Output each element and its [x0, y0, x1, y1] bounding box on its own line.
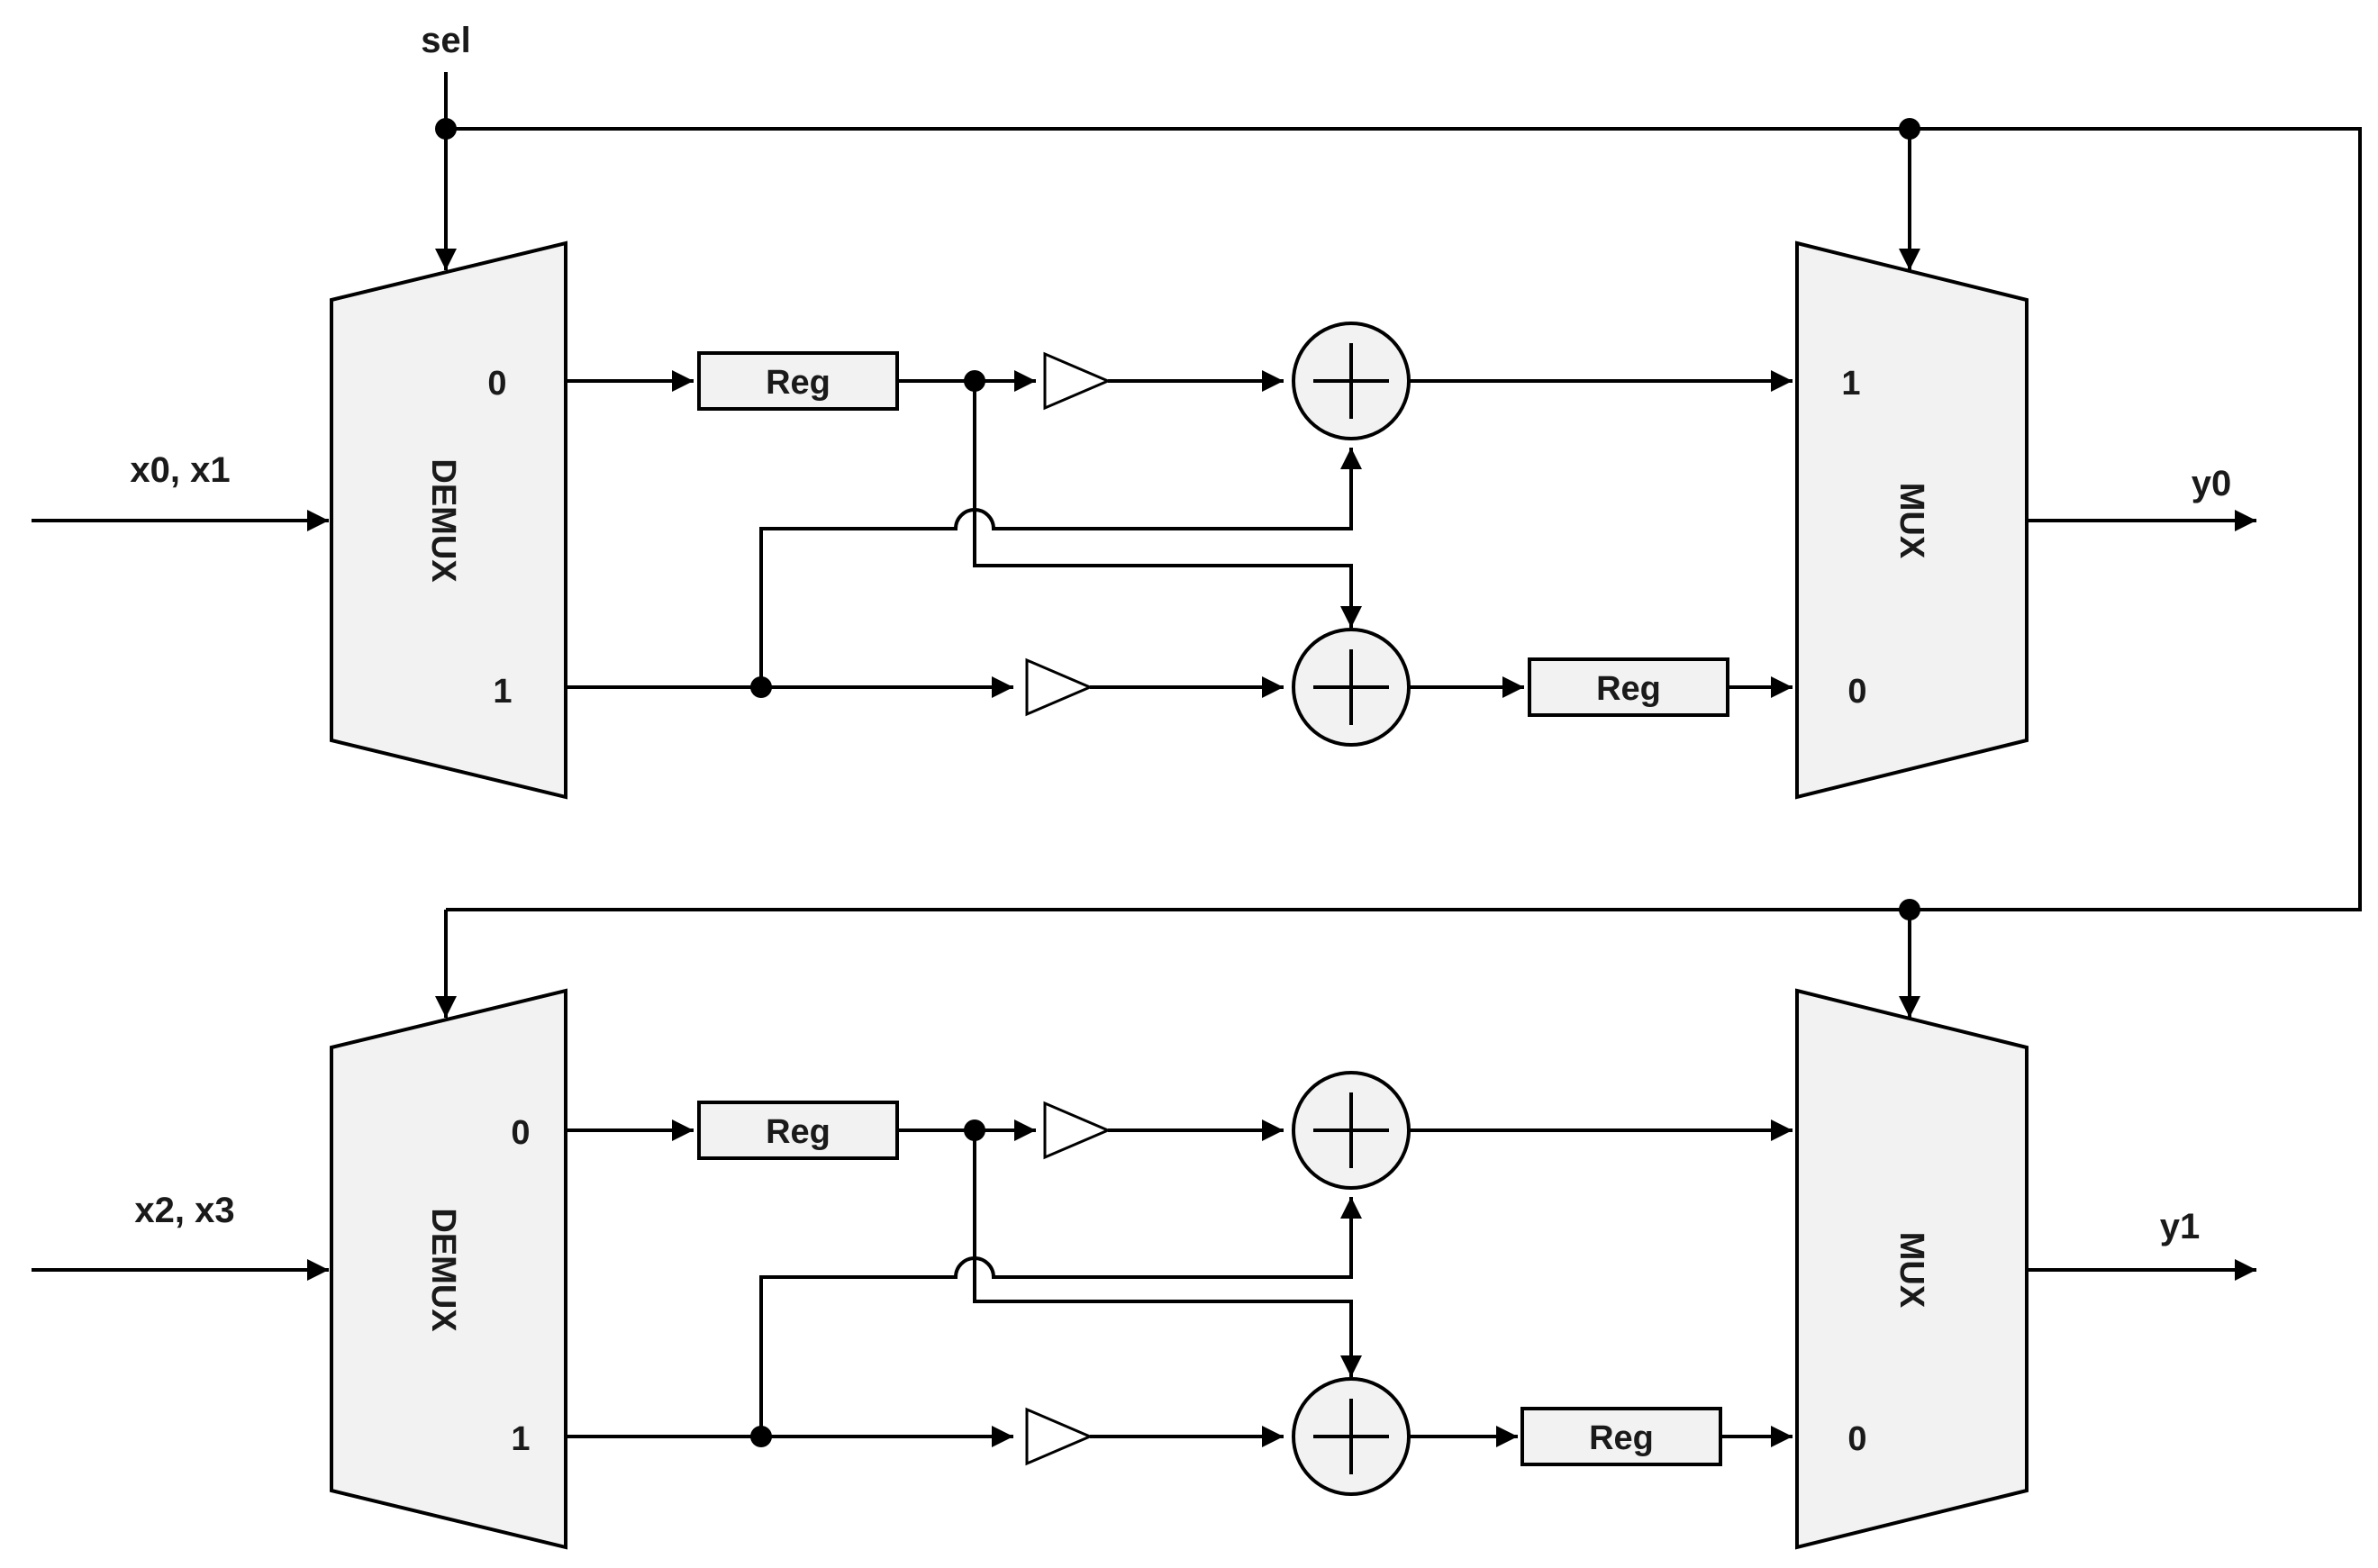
mux-port-0-top: 0 [1847, 673, 1866, 711]
mux-label-bottom: MUX [1892, 1232, 1930, 1309]
mux-label-top: MUX [1892, 483, 1930, 559]
mux-port-1-top: 1 [1841, 365, 1860, 403]
input-label-top: x0, x1 [130, 450, 230, 490]
buffer-bottom-lower [1025, 1407, 1094, 1466]
output-label-bottom: y1 [2160, 1207, 2201, 1246]
mux-block-top [1795, 240, 2029, 800]
reg-block-bottom-upper [697, 1101, 899, 1160]
demux-port-0-top: 0 [487, 365, 506, 403]
reg-block-top-upper [697, 351, 899, 411]
buffer-top-lower [1025, 657, 1094, 717]
stage-bottom: x2, x3 DEMUX 0 1 Reg Reg [32, 988, 2256, 1550]
demux-label-top: DEMUX [424, 458, 462, 583]
sel-label: sel [421, 21, 471, 60]
reg-label-bottom-lower: Reg [1589, 1419, 1654, 1457]
demux-port-0-bottom: 0 [511, 1114, 530, 1152]
reg-block-bottom-lower [1520, 1407, 1722, 1466]
demux-port-1-top: 1 [493, 673, 512, 711]
reg-label-bottom-upper: Reg [766, 1113, 830, 1151]
reg-label-top-lower: Reg [1596, 670, 1661, 708]
sel-control-wiring [435, 72, 2362, 1018]
reg-label-top-upper: Reg [766, 364, 830, 402]
stage-top: x0, x1 DEMUX 0 1 Reg Reg [32, 240, 2256, 800]
mux-port-0-bottom: 0 [1847, 1420, 1866, 1458]
demux-port-1-bottom: 1 [511, 1420, 530, 1458]
buffer-bottom-upper [1043, 1101, 1112, 1160]
demux-block-top [330, 240, 567, 800]
input-label-bottom: x2, x3 [134, 1191, 234, 1230]
mux-block-bottom [1795, 988, 2029, 1550]
demux-label-bottom: DEMUX [424, 1208, 462, 1332]
demux-block-bottom [330, 988, 567, 1550]
output-label-top: y0 [2192, 464, 2232, 503]
buffer-top-upper [1043, 351, 1112, 411]
